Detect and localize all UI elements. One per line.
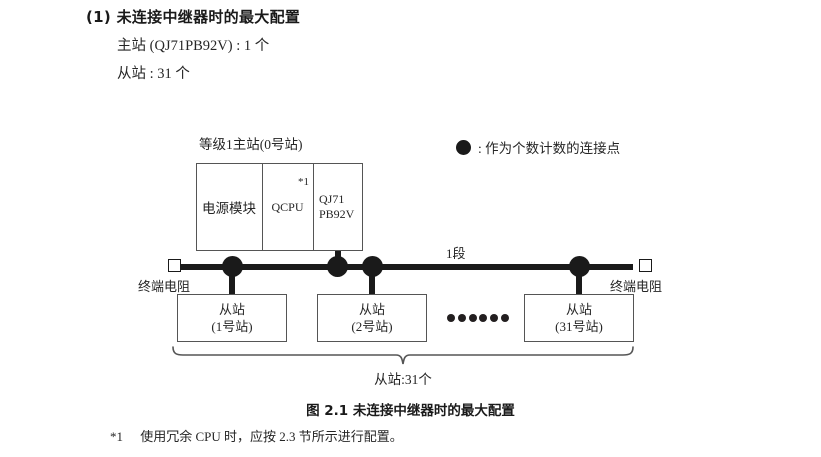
module-cell-power-supply: 电源模块: [202, 201, 256, 216]
figure-caption: 图 2.1 未连接中继器时的最大配置: [306, 403, 515, 419]
slave-station-number: (2号站): [351, 319, 393, 334]
footnote: *1 使用冗余 CPU 时，应按 2.3 节所示进行配置。: [110, 426, 403, 445]
module-cell-qj71pb92v-line2: PB92V: [319, 207, 355, 221]
terminating-resistor-right-label: 终端电阻: [610, 279, 663, 294]
segment-label: 1段: [446, 246, 466, 261]
spec-line-slave: 从站 : 31 个: [117, 66, 190, 82]
bus-trunk-line: [177, 264, 633, 270]
connection-point-dot: [222, 256, 243, 277]
slave-group-brace-icon: [168, 346, 638, 368]
terminating-resistor-left-icon: [168, 259, 181, 272]
qcpu-footnote-marker: *1: [298, 176, 309, 188]
spec-line-master: 主站 (QJ71PB92V) : 1 个: [117, 38, 270, 54]
module-cell-qj71pb92v-line1: QJ71: [319, 192, 345, 206]
slave-station-box: 从站 (1号站): [177, 294, 287, 342]
connection-point-dot: [327, 256, 348, 277]
slave-station-box: 从站 (2号站): [317, 294, 427, 342]
slave-station-name: 从站: [565, 302, 592, 317]
heading-block: (1) 未连接中继器时的最大配置 主站 (QJ71PB92V) : 1 个 从站…: [86, 6, 726, 83]
legend-text: : 作为个数计数的连接点: [478, 141, 621, 156]
filled-circle-icon: [456, 139, 471, 155]
module-cell-qcpu: QCPU: [271, 199, 304, 214]
slave-drop-line: [229, 268, 235, 295]
footnote-marker: *1: [110, 429, 123, 444]
ellipsis-dots-icon: [447, 313, 509, 322]
master-station-label: 等级1主站(0号站): [199, 137, 303, 152]
connection-point-dot: [362, 256, 383, 277]
slave-station-number: (1号站): [211, 319, 253, 334]
module-cell-qj71pb92v: QJ71 PB92V: [314, 163, 363, 251]
slave-station-number: (31号站): [555, 319, 603, 334]
slave-group-brace-label: 从站:31个: [374, 372, 432, 387]
slave-station-box: 从站 (31号站): [524, 294, 634, 342]
module-divider-2: [313, 163, 314, 251]
connection-point-dot: [569, 256, 590, 277]
page-title: (1) 未连接中继器时的最大配置: [86, 8, 301, 26]
slave-drop-line: [369, 268, 375, 295]
slave-station-name: 从站: [358, 302, 385, 317]
legend: : 作为个数计数的连接点: [456, 137, 620, 157]
footnote-text: 使用冗余 CPU 时，应按 2.3 节所示进行配置。: [140, 429, 403, 444]
terminating-resistor-left-label: 终端电阻: [138, 279, 191, 294]
master-module-rack: [196, 163, 363, 251]
slave-station-name: 从站: [218, 302, 245, 317]
slave-drop-line: [576, 268, 582, 295]
terminating-resistor-right-icon: [639, 259, 652, 272]
module-divider-1: [262, 163, 263, 251]
